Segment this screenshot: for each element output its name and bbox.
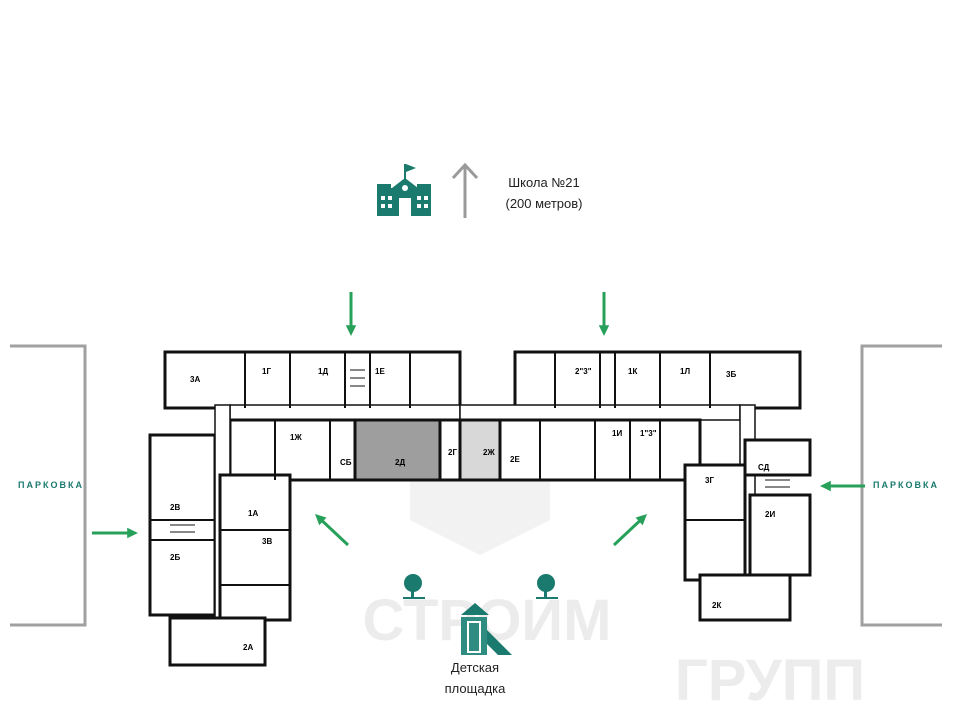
parking-area-left (10, 344, 87, 627)
arrow-head-icon (820, 480, 831, 492)
arrow-head-icon (127, 527, 138, 539)
entrance-arrow-icon (319, 518, 350, 547)
apartment-label[interactable]: 3Б (726, 370, 736, 379)
apartment-label[interactable]: 1Г (262, 367, 271, 376)
playground-label-line1: Детская (450, 660, 500, 675)
apartment-label[interactable]: 1Л (680, 367, 690, 376)
apartment-label[interactable]: 2А (243, 643, 253, 652)
playground-label-line2: площадка (444, 681, 506, 696)
apartment-label[interactable]: 3В (262, 537, 272, 546)
tree-icon (536, 574, 558, 599)
building-outline (148, 350, 812, 667)
apartment-label[interactable]: 1Д (318, 367, 328, 376)
apartment-label[interactable]: 2Ж (483, 448, 495, 457)
school-label: Школа №21 (200 метров) (488, 172, 600, 214)
apartment-label[interactable]: 2Б (170, 553, 180, 562)
apartment-label[interactable]: 2К (712, 601, 721, 610)
apartment-label[interactable]: 1И (612, 429, 622, 438)
apartment-label[interactable]: 2И (765, 510, 775, 519)
school-distance: (200 метров) (505, 196, 583, 211)
playground-label: Детская площадка (430, 657, 520, 699)
parking-label-left: ПАРКОВКА (18, 480, 84, 490)
apartment-label[interactable]: СБ (340, 458, 352, 467)
apartment-label[interactable]: 2"3" (575, 367, 592, 376)
apartment-label[interactable]: 3А (190, 375, 200, 384)
arrow-head-icon (635, 514, 647, 526)
school-icon (377, 164, 431, 216)
apartment-label[interactable]: 1К (628, 367, 637, 376)
apartment-label[interactable]: 1Е (375, 367, 385, 376)
arrow-head-icon (598, 325, 610, 336)
parking-label-right: ПАРКОВКА (873, 480, 939, 490)
apartment-label[interactable]: 2Д (395, 458, 405, 467)
apartment-label[interactable]: 2Г (448, 448, 457, 457)
arrow-head-icon (315, 514, 327, 526)
apartment-label[interactable]: 1А (248, 509, 258, 518)
direction-arrow-up-icon (451, 162, 479, 218)
school-name: Школа №21 (508, 175, 580, 190)
arrow-head-icon (345, 325, 357, 336)
watermark-line2: ГРУПП (675, 648, 865, 710)
apartment-label[interactable]: 3Г (705, 476, 714, 485)
apartment-label[interactable]: 2В (170, 503, 180, 512)
apartment-label[interactable]: 2Е (510, 455, 520, 464)
apartment-label[interactable]: 1"3" (640, 429, 657, 438)
entrance-arrow-icon (612, 518, 643, 547)
interior-walls (150, 352, 790, 586)
playground-icon (461, 603, 512, 655)
apartment-label[interactable]: 1Ж (290, 433, 302, 442)
apartment-label[interactable]: СД (758, 463, 770, 472)
tree-icon (403, 574, 425, 599)
